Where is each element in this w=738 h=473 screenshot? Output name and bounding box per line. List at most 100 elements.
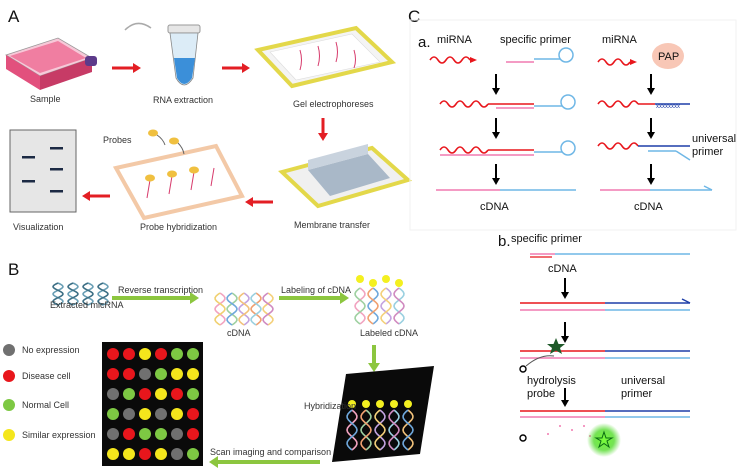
c-a-left-step2	[439, 94, 576, 110]
scan-label: Scan imaging and comparison	[210, 447, 331, 457]
arrow-membrane-to-probe	[245, 197, 273, 207]
panel-b-label: B	[8, 260, 19, 279]
c-b-label: b.	[498, 233, 511, 250]
probe-hyb-label: Probe hybridization	[140, 222, 217, 232]
legend-normal-cell: Normal Cell	[22, 400, 69, 410]
array-spot	[107, 368, 119, 380]
c-b-arrow2	[561, 322, 569, 343]
array-spot	[155, 368, 167, 380]
arrow-scan	[209, 456, 320, 468]
array-spot	[107, 428, 119, 440]
c-b-step1	[530, 253, 690, 258]
c-cdna-right: cDNA	[634, 201, 663, 213]
rna-extraction-label: RNA extraction	[153, 95, 213, 105]
c-cdna-left: cDNA	[480, 201, 509, 213]
legend-dot-no-expression	[3, 344, 15, 356]
c-a-left-arrow2	[492, 118, 500, 139]
c-mirna-right: miRNA	[602, 34, 637, 46]
c-a-right-arrow3	[647, 164, 655, 185]
gel-tray-icon	[254, 25, 397, 89]
panel-c-label: C	[408, 7, 420, 26]
array-spot	[155, 408, 167, 420]
hybridization-label: Hybridization	[304, 401, 356, 411]
array-spot	[155, 388, 167, 400]
extracted-label: Extracted micRNA	[50, 300, 124, 310]
legend-dot-similar	[3, 429, 15, 441]
array-spot	[123, 348, 135, 360]
arrow-gel-to-membrane	[318, 118, 328, 141]
array-spot	[155, 428, 167, 440]
panel-a-label: A	[8, 7, 20, 26]
legend-dot-normal	[3, 399, 15, 411]
c-a-left-arrow3	[492, 164, 500, 185]
array-spot	[139, 448, 151, 460]
legend-disease-cell: Disease cell	[22, 371, 71, 381]
membrane-transfer-icon	[278, 144, 413, 209]
array-spot	[171, 448, 183, 460]
c-b-specific-primer: specific primer	[511, 233, 582, 245]
c-a-right-step3	[597, 142, 691, 161]
legend-no-expression: No expression	[22, 345, 80, 355]
arrow-to-hybridization	[368, 345, 380, 372]
cell-flask-icon	[5, 37, 97, 90]
array-spot	[171, 428, 183, 440]
reverse-transcription-label: Reverse transcription	[118, 285, 203, 295]
c-a-right-arrow1	[647, 74, 655, 95]
probe-star-icon	[547, 338, 565, 354]
eppendorf-tube-icon	[124, 22, 201, 86]
c-b-arrow3	[561, 388, 569, 407]
labeled-cdna-label: Labeled cDNA	[360, 328, 418, 338]
probes-label: Probes	[103, 135, 132, 145]
array-spot	[107, 448, 119, 460]
c-a-right-arrow2	[647, 118, 655, 139]
panel-c-a-frame	[409, 19, 737, 231]
microarray-grid	[102, 342, 203, 466]
visualization-label: Visualization	[13, 222, 63, 232]
c-specific-primer: specific primer	[500, 34, 571, 46]
arrow-probe-to-visualization	[82, 191, 110, 201]
c-b-cdna: cDNA	[548, 263, 577, 275]
c-a-left-arrow1	[492, 74, 500, 95]
arrow-reverse-transcription	[112, 292, 199, 304]
array-spot	[123, 388, 135, 400]
membrane-label: Membrane transfer	[294, 220, 370, 230]
array-spot	[107, 348, 119, 360]
probe-molecules-icon	[148, 129, 185, 155]
probe-membrane-icon	[112, 143, 245, 221]
cdna-helices-icon	[214, 292, 274, 326]
array-spot	[171, 368, 183, 380]
array-spot	[123, 408, 135, 420]
array-spot	[171, 408, 183, 420]
extracted-mirna-helices-icon	[52, 282, 109, 306]
array-spot	[187, 388, 199, 400]
fluorescence-glow-icon	[587, 423, 621, 457]
c-a-left-step3	[439, 140, 576, 156]
labeling-label: Labeling of cDNA	[281, 285, 351, 295]
sample-label: Sample	[30, 94, 61, 104]
c-b-step2	[520, 298, 691, 311]
c-b-step3	[519, 350, 690, 373]
expression-legend: No expression Disease cell Normal Cell S…	[3, 344, 96, 441]
labeled-cdna-helices-icon	[354, 275, 405, 325]
array-spot	[155, 448, 167, 460]
c-mirna-left: miRNA	[437, 34, 472, 46]
array-spot	[123, 368, 135, 380]
array-spot	[171, 348, 183, 360]
c-a-label: a.	[418, 34, 431, 51]
arrow-sample-to-extraction	[112, 63, 141, 73]
array-spot	[187, 368, 199, 380]
array-spot	[139, 408, 151, 420]
c-a-right-step1	[597, 58, 637, 66]
array-spot	[139, 348, 151, 360]
array-spot	[139, 428, 151, 440]
array-spot	[171, 388, 183, 400]
gel-label: Gel electrophoreses	[293, 99, 374, 109]
array-spot	[187, 408, 199, 420]
array-spot	[187, 448, 199, 460]
hybridization-chip-icon	[332, 366, 434, 462]
array-spot	[107, 408, 119, 420]
arrow-labeling	[279, 292, 349, 304]
